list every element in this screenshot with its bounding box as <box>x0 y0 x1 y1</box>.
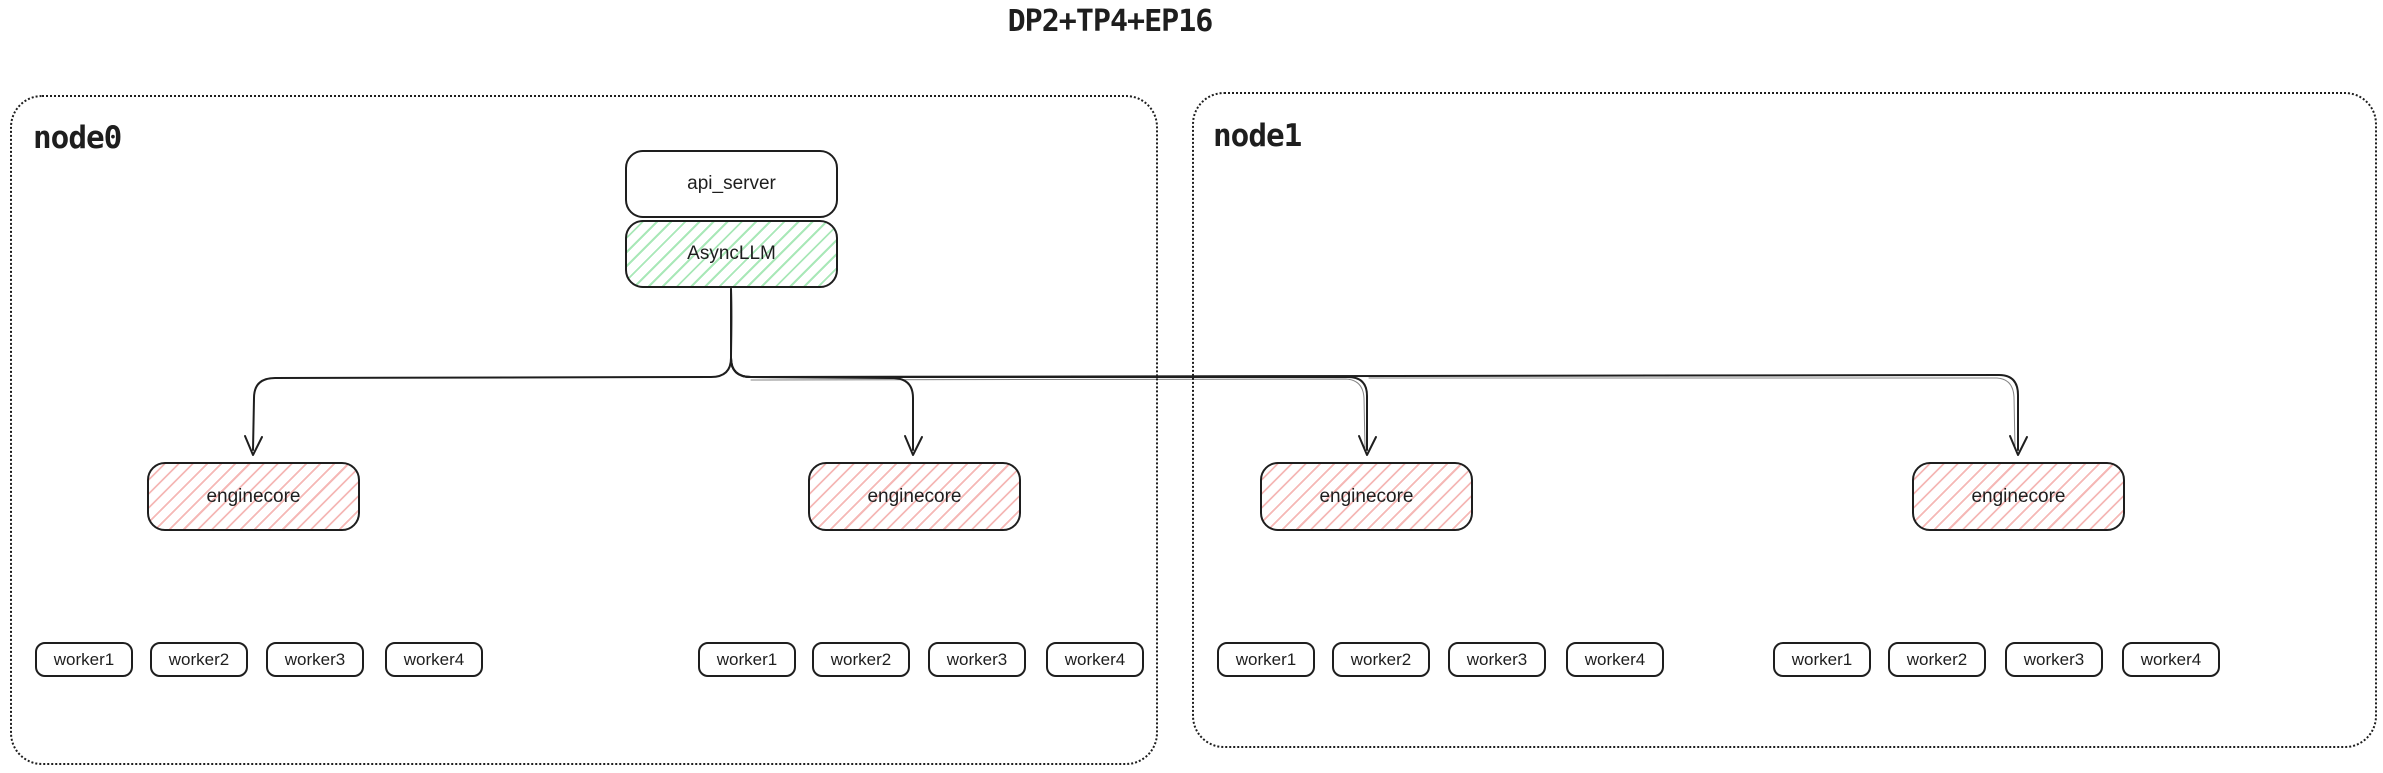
worker-box: worker4 <box>2122 642 2220 677</box>
worker-box: worker2 <box>150 642 248 677</box>
worker-box: worker4 <box>1566 642 1664 677</box>
worker-box: worker1 <box>35 642 133 677</box>
worker-box: worker3 <box>1448 642 1546 677</box>
enginecore-box: enginecore <box>808 462 1021 531</box>
worker-box: worker3 <box>928 642 1026 677</box>
worker-box: worker4 <box>1046 642 1144 677</box>
diagram-title: DP2+TP4+EP16 <box>1007 4 1214 39</box>
api-server-box: api_server <box>625 150 838 218</box>
worker-box: worker3 <box>2005 642 2103 677</box>
worker-box: worker4 <box>385 642 483 677</box>
worker-box: worker2 <box>812 642 910 677</box>
async-llm-box: AsyncLLM <box>625 220 838 288</box>
node1-label: node1 <box>1213 118 1302 154</box>
worker-box: worker3 <box>266 642 364 677</box>
worker-box: worker2 <box>1332 642 1430 677</box>
node0-label: node0 <box>33 120 122 156</box>
enginecore-box: enginecore <box>147 462 360 531</box>
worker-box: worker1 <box>1773 642 1871 677</box>
worker-box: worker2 <box>1888 642 1986 677</box>
enginecore-box: enginecore <box>1260 462 1473 531</box>
enginecore-box: enginecore <box>1912 462 2125 531</box>
worker-box: worker1 <box>1217 642 1315 677</box>
worker-box: worker1 <box>698 642 796 677</box>
